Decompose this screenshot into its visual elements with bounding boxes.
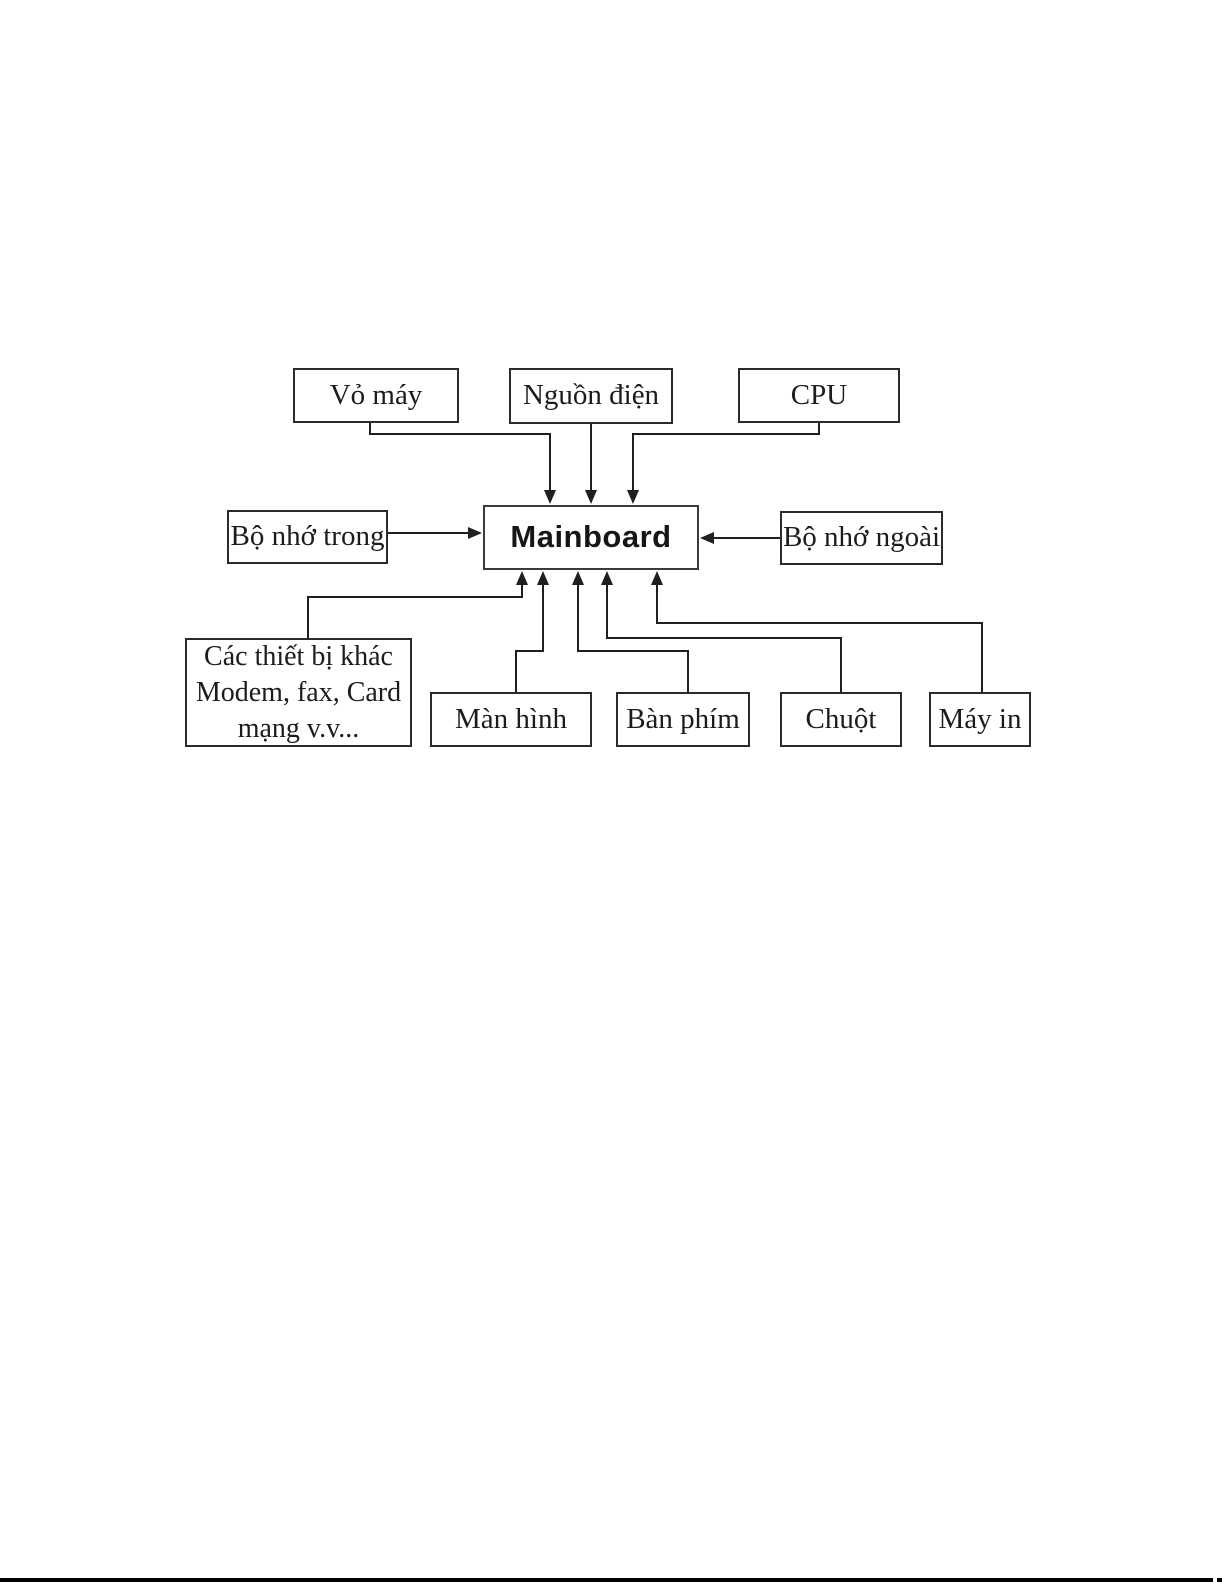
box-may-in-label: Máy in [938,702,1022,735]
box-man-hinh-label: Màn hình [455,702,567,735]
box-mainboard-label: Mainboard [510,519,672,555]
page-bottom-rule-tick [1217,1578,1222,1582]
connector-ban-phim-mainboard [572,571,689,692]
connector-chuot-mainboard [601,571,842,692]
connector-may-in-mainboard [651,571,983,692]
box-cac-thiet-bi-khac-line-2: Modem, fax, Card [195,676,402,708]
box-bo-nho-ngoai-label: Bộ nhớ ngoài [782,521,941,554]
box-vo-may-label: Vỏ máy [329,378,423,411]
box-cac-thiet-bi-khac-line-1: Các thiết bị khác [204,640,393,672]
connector-cac-thiet-bi-mainboard [307,571,528,638]
box-cac-thiet-bi-khac-line-3: mạng v.v... [237,712,360,744]
box-nguon-dien: Nguồn điện [509,368,673,424]
box-may-in: Máy in [929,692,1031,747]
box-bo-nho-trong: Bộ nhớ trong [227,510,388,564]
box-cpu-label: CPU [790,378,848,411]
box-nguon-dien-label: Nguồn điện [522,379,660,412]
box-chuot-label: Chuột [805,702,877,735]
box-man-hinh: Màn hình [430,692,592,747]
connector-man-hinh-mainboard [515,571,549,692]
box-ban-phim-label: Bàn phím [626,702,740,735]
box-cac-thiet-bi-khac: Các thiết bị khác Modem, fax, Card mạng … [185,638,412,747]
page-bottom-rule [0,1578,1213,1582]
box-mainboard: Mainboard [483,505,699,570]
box-chuot: Chuột [780,692,902,747]
box-cpu: CPU [738,368,900,423]
box-vo-may: Vỏ máy [293,368,459,423]
box-bo-nho-trong-label: Bộ nhớ trong [230,520,385,553]
connector-cpu-mainboard [627,423,820,504]
connector-vo-may-mainboard [369,423,556,504]
box-bo-nho-ngoai: Bộ nhớ ngoài [780,511,943,565]
box-ban-phim: Bàn phím [616,692,750,747]
